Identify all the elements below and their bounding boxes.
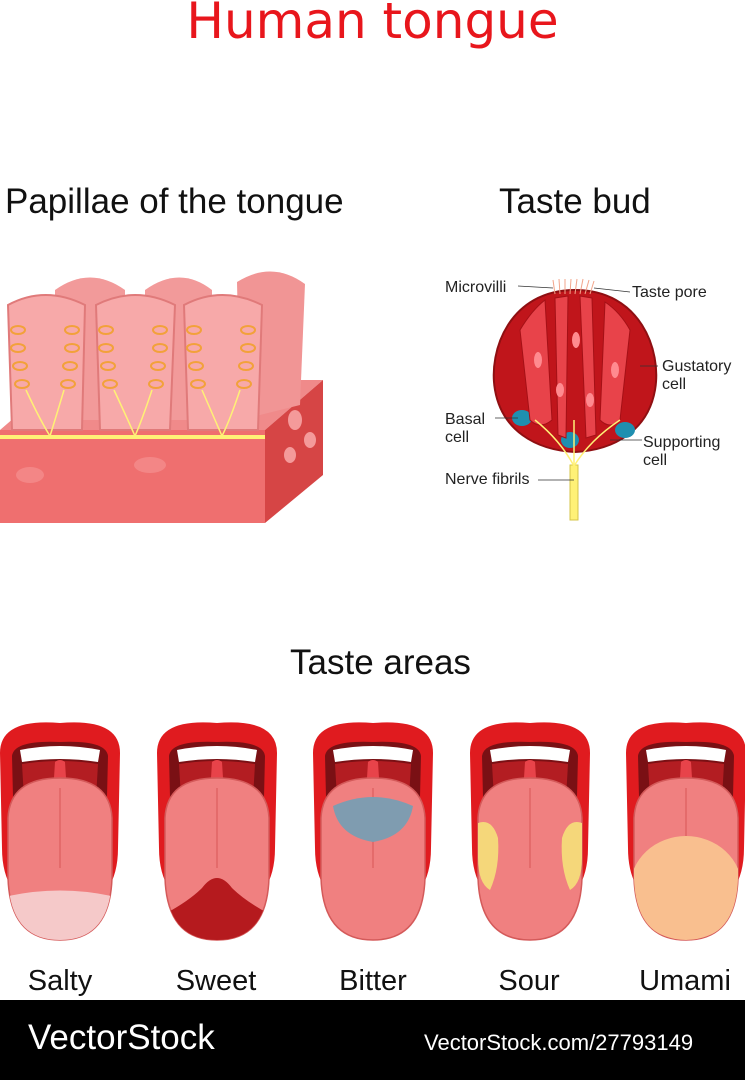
taste-label-sweet: Sweet [175, 965, 257, 997]
taste-areas-title: Taste areas [290, 643, 471, 682]
papillae-illustration [0, 271, 323, 523]
taste-label-umami: Umami [639, 965, 731, 997]
label-gustatory-cell-1: Gustatory [662, 358, 732, 375]
papillae-title: Papillae of the tongue [5, 182, 344, 221]
mouth-sweet [157, 722, 277, 941]
papillae-block-front [0, 430, 265, 523]
taste-label-sour: Sour [498, 965, 560, 997]
footer-bar [0, 1000, 745, 1080]
taste-region-bitter [333, 797, 413, 842]
footer-url[interactable]: VectorStock.com/27793149 [424, 1030, 694, 1055]
nerve-stalk [569, 464, 579, 521]
label-microvilli: Microvilli [445, 279, 507, 296]
label-supporting-cell-1: Supporting [643, 434, 721, 451]
label-gustatory-cell-2: cell [662, 376, 687, 393]
label-nerve-fibrils: Nerve fibrils [445, 471, 530, 488]
mouth-umami [626, 722, 745, 941]
footer-brand: VectorStock [28, 1018, 215, 1057]
taste-region-umami [634, 836, 738, 940]
papilla-front-2 [94, 294, 177, 431]
label-basal-cell-2: cell [445, 429, 470, 446]
taste-region-sour [478, 822, 582, 890]
page-title: Human tongue [186, 0, 559, 50]
taste-region-sweet [165, 878, 269, 940]
taste-label-bitter: Bitter [339, 965, 407, 997]
mouth-bitter [313, 722, 433, 941]
nerve-line [0, 435, 265, 439]
label-taste-pore: Taste pore [632, 284, 707, 301]
mouth-salty [0, 722, 120, 941]
label-supporting-cell-2: cell [643, 452, 668, 469]
label-basal-cell-1: Basal [445, 411, 486, 428]
taste-bud-illustration [492, 278, 658, 521]
mouth-sour [470, 722, 590, 941]
taste-label-salty: Salty [27, 965, 93, 997]
basal-cell [512, 410, 532, 426]
taste-bud-title: Taste bud [499, 182, 651, 221]
